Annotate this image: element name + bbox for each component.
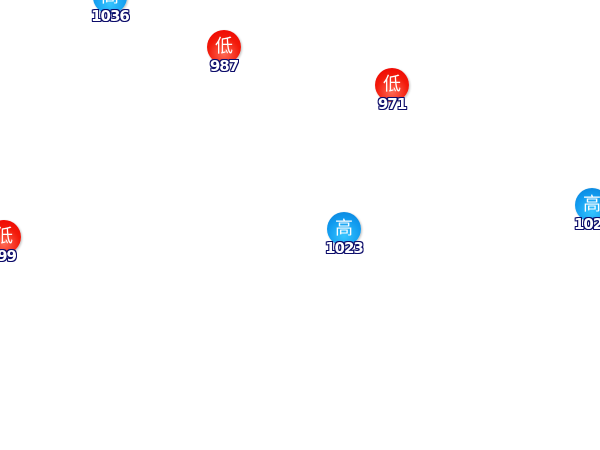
pressure-value: 971: [377, 95, 407, 113]
pressure-marker-high[interactable]: 高 102: [562, 188, 600, 248]
pressure-marker-low[interactable]: 低 987: [194, 30, 254, 90]
pressure-value: 1036: [91, 7, 130, 25]
pressure-marker-high[interactable]: 高 1036: [80, 0, 140, 40]
pressure-marker-low[interactable]: 低 971: [362, 68, 422, 128]
pressure-marker-high[interactable]: 高 1023: [314, 212, 374, 272]
low-pressure-icon: 低: [375, 68, 409, 102]
low-pressure-icon: 低: [0, 220, 21, 254]
pressure-value: 1023: [325, 239, 364, 257]
high-pressure-icon: 高: [575, 188, 600, 222]
pressure-value: 99: [0, 247, 17, 265]
low-pressure-icon: 低: [207, 30, 241, 64]
pressure-marker-low[interactable]: 低 99: [0, 220, 34, 280]
pressure-value: 987: [209, 57, 239, 75]
high-pressure-icon: 高: [93, 0, 127, 14]
high-pressure-icon: 高: [327, 212, 361, 246]
pressure-value: 102: [574, 215, 600, 233]
